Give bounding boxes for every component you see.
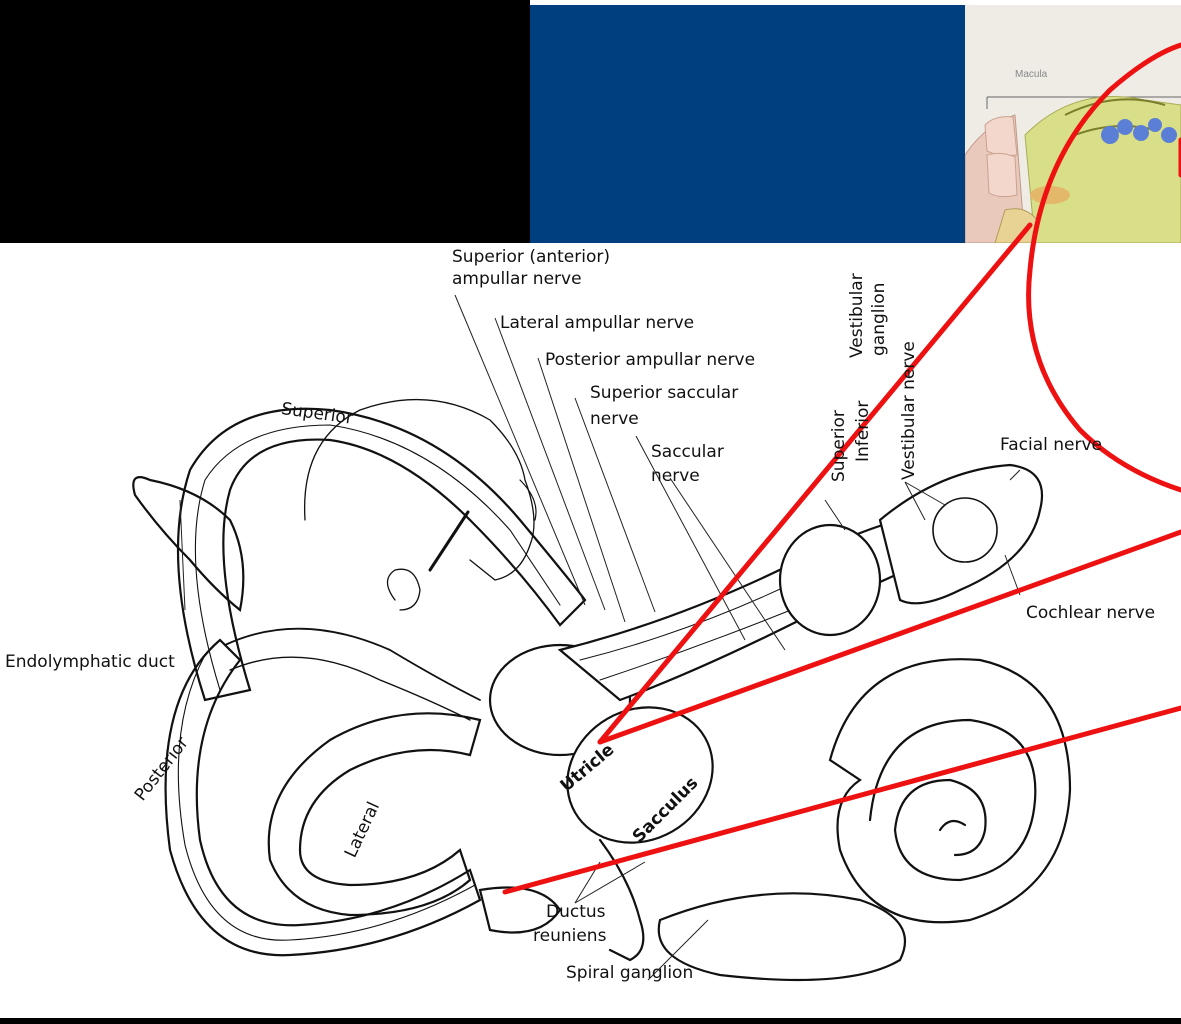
label-posterior-ampullar-nerve: Posterior ampullar nerve [545,349,755,371]
vestibular-nerve-bundle [560,520,930,700]
label-vestibular-ganglion-2: ganglion [868,283,890,356]
label-superior-saccular-nerve-1: Superior saccular [590,382,738,404]
cochlea-shape [830,659,1070,922]
label-ductus-reuniens-2: reuniens [533,925,606,947]
posterior-canal-shape [166,640,480,955]
label-ductus-reuniens-1: Ductus [546,901,606,923]
vestibular-ganglion-shape [780,525,880,635]
label-inferior-division: Inferior [852,401,874,462]
label-superior-anterior-ampullar-nerve-2: ampullar nerve [452,268,582,290]
spiral-ganglion-shape [659,893,905,980]
zoom-circle [1029,45,1181,490]
label-facial-nerve: Facial nerve [1000,434,1102,456]
label-vestibular-ganglion-1: Vestibular [846,273,868,358]
facial-nerve-cut-end [933,498,997,562]
label-endolymphatic-duct: Endolymphatic duct [5,651,175,673]
label-spiral-ganglion: Spiral ganglion [566,962,693,984]
label-superior-saccular-nerve-2: nerve [590,408,639,430]
label-lateral-ampullar-nerve: Lateral ampullar nerve [500,312,694,334]
label-cochlear-nerve: Cochlear nerve [1026,602,1155,624]
label-saccular-nerve-2: nerve [651,465,700,487]
label-saccular-nerve-1: Saccular [651,441,724,463]
label-superior-anterior-ampullar-nerve-1: Superior (anterior) [452,246,610,268]
label-superior-division: Superior [828,410,850,482]
label-vestibular-nerve: Vestibular nerve [898,341,920,480]
